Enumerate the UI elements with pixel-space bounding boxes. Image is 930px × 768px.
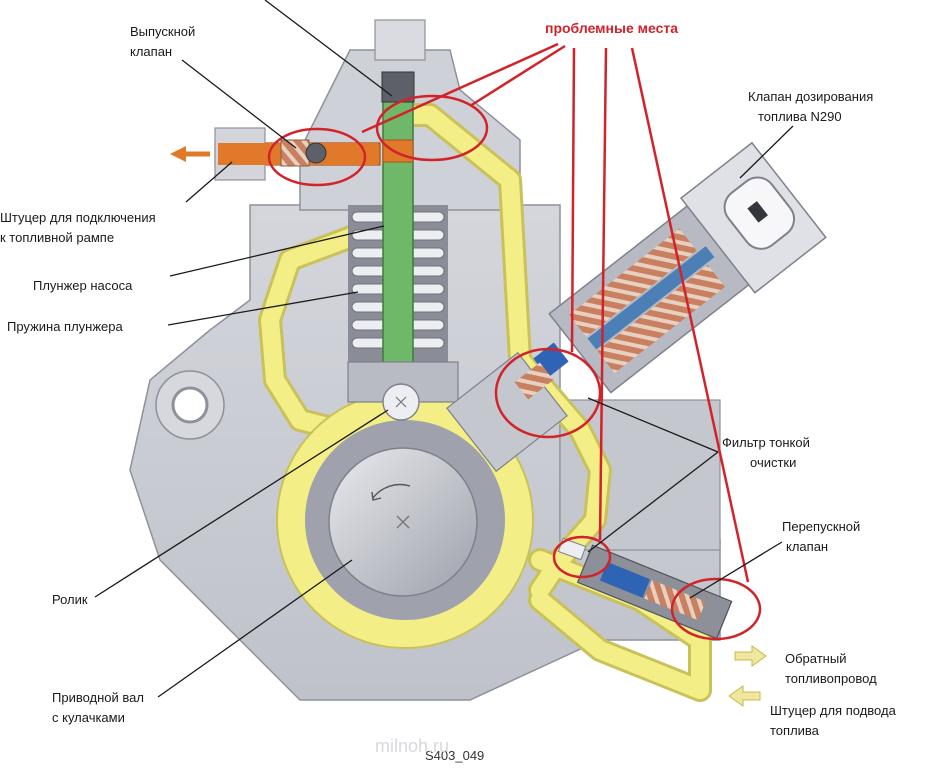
label-bypass-valve: Перепускной клапан [782, 519, 860, 554]
label-roller: Ролик [52, 592, 88, 607]
figure-code: S403_049 [425, 748, 484, 763]
label-line: проблемные места [545, 20, 678, 36]
label-problem-areas: проблемные места [545, 20, 678, 36]
metering-valve-n290 [446, 141, 827, 473]
label-return-line: Обратный топливопровод [785, 651, 877, 686]
label-line: Ролик [52, 592, 88, 607]
problem-ring-plunger-top [375, 94, 489, 162]
label-rail-fitting: Штуцер для подключения к топливной рампе [0, 210, 156, 245]
label-line: Плунжер насоса [33, 278, 133, 293]
problem-ring-filter [552, 535, 612, 579]
label-line: топливопровод [785, 671, 877, 686]
label-pump-plunger: Плунжер насоса [33, 278, 133, 293]
label-line: Приводной вал [52, 690, 144, 705]
label-line: клапан [130, 44, 172, 59]
label-line: Клапан дозирования [748, 89, 873, 104]
label-line: к топливной рампе [0, 230, 114, 245]
problem-ring-metering-valve [494, 347, 602, 439]
label-line: Пружина плунжера [7, 319, 124, 334]
label-line: Штуцер для подключения [0, 210, 156, 225]
label-line: очистки [750, 455, 796, 470]
label-line: с кулачками [52, 710, 125, 725]
label-line: Обратный [785, 651, 846, 666]
label-fine-filter: Фильтр тонкой очистки [722, 435, 810, 470]
label-line: Фильтр тонкой [722, 435, 810, 450]
label-metering-valve: Клапан дозирования топлива N290 [748, 89, 873, 124]
watermark: milnoh.ru [375, 736, 449, 756]
label-line: Штуцер для подвода [770, 703, 897, 718]
label-line: Перепускной [782, 519, 860, 534]
label-line: Выпускной [130, 24, 195, 39]
problem-ring-outlet-valve [267, 127, 367, 187]
outlet-valve [280, 139, 327, 167]
problem-markers [267, 42, 762, 641]
label-line: топлива [770, 723, 820, 738]
high-pressure-outlet [170, 71, 415, 181]
label-drive-shaft: Приводной вал с кулачками [52, 690, 144, 725]
label-supply-fitting: Штуцер для подвода топлива [770, 703, 897, 738]
return-flow-arrow [734, 645, 767, 667]
leader-lines [94, 0, 794, 698]
supply-flow-arrow [728, 685, 761, 707]
label-line: клапан [786, 539, 828, 554]
label-outlet-valve: Выпускной клапан [130, 24, 195, 59]
plunger-assembly [347, 77, 459, 421]
label-line: топлива N290 [758, 109, 842, 124]
roller [382, 383, 420, 421]
label-plunger-spring: Пружина плунжера [7, 319, 124, 334]
drive-shaft-with-cams [328, 447, 478, 597]
problem-ring-bypass-valve [670, 577, 762, 641]
